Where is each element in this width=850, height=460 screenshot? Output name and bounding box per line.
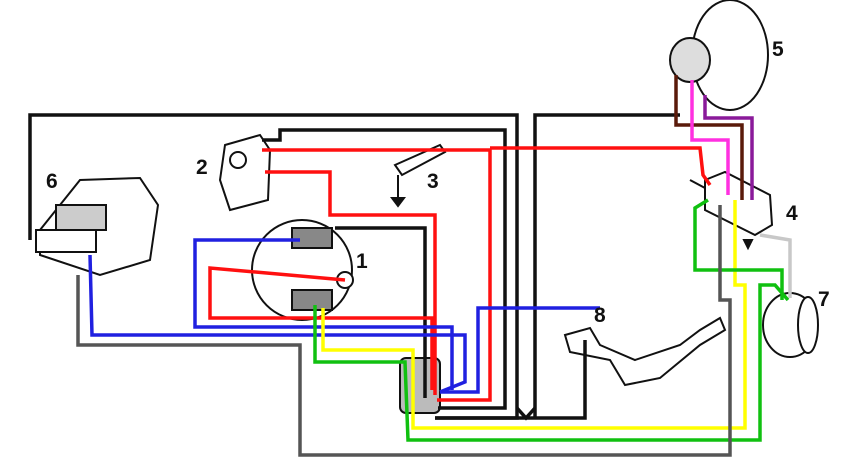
wire-blue-stator bbox=[193, 238, 454, 390]
wire-brown bbox=[674, 75, 744, 200]
component-6-tail-light bbox=[35, 176, 160, 277]
wire-magenta bbox=[690, 80, 730, 195]
wire-red-switch bbox=[490, 146, 712, 187]
wire-yellow bbox=[321, 200, 747, 430]
wire-black-right bbox=[533, 113, 680, 418]
wire-blue-pedal bbox=[440, 306, 600, 394]
wires bbox=[28, 75, 792, 457]
wire-gray bbox=[76, 205, 732, 457]
component-1-stator bbox=[251, 219, 354, 321]
wire-black-stator bbox=[335, 226, 427, 398]
wire-green-horn bbox=[313, 283, 790, 442]
label-7: 7 bbox=[818, 288, 830, 311]
wire-green-switch bbox=[693, 198, 784, 300]
component-2-coil bbox=[218, 133, 272, 212]
wire-red-stator bbox=[208, 266, 434, 390]
label-4: 4 bbox=[786, 202, 798, 225]
wire-purple bbox=[703, 95, 754, 200]
label-2: 2 bbox=[196, 156, 208, 179]
wire-lightgray bbox=[759, 233, 792, 298]
component-5-headlight bbox=[669, 0, 769, 111]
component-8-brake-pedal bbox=[563, 316, 727, 387]
wire-blue-taillight bbox=[88, 254, 467, 394]
component-4-switch bbox=[689, 170, 774, 251]
label-6: 6 bbox=[46, 170, 58, 193]
label-8: 8 bbox=[594, 304, 606, 327]
label-3: 3 bbox=[427, 170, 439, 193]
wire-red-coil bbox=[262, 148, 492, 402]
label-1: 1 bbox=[356, 250, 368, 273]
wire-black-coil bbox=[262, 128, 507, 410]
label-5: 5 bbox=[772, 38, 784, 61]
component-7-horn bbox=[762, 292, 819, 358]
wire-black-pedal bbox=[435, 340, 587, 420]
component-regulator bbox=[399, 357, 441, 414]
wire-red-coil-2 bbox=[265, 170, 437, 395]
